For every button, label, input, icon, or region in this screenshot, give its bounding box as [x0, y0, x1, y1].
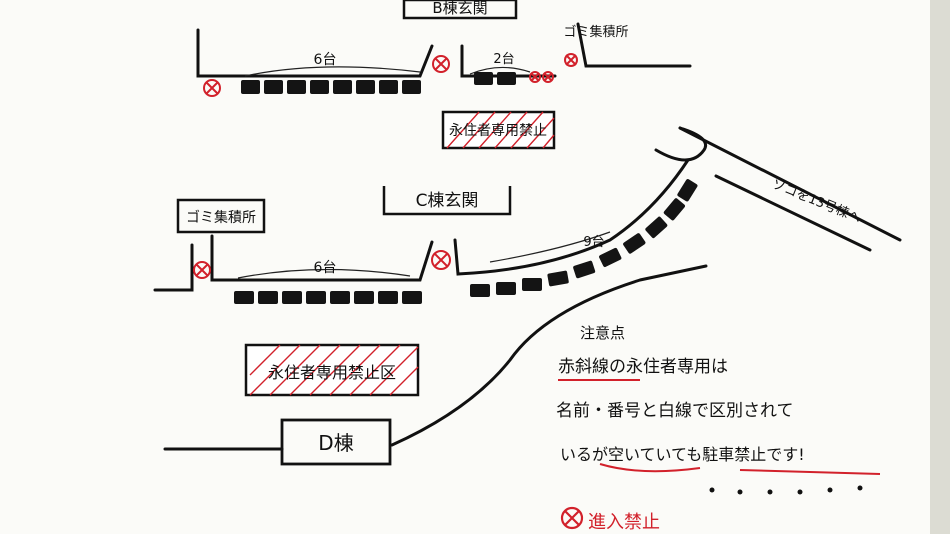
car	[378, 291, 398, 304]
no-parking-zone-c: 永住者専用禁止区	[244, 343, 420, 397]
count-c-curve: 9台	[583, 235, 604, 250]
no-entry-icon	[203, 79, 221, 97]
no-entry-marks-middle	[193, 250, 451, 279]
no-entry-icon	[431, 250, 451, 270]
count-b-side: 2台	[493, 52, 514, 67]
no-entry-icon	[560, 506, 584, 530]
building-b-label: B棟玄関	[432, 0, 487, 17]
car	[330, 291, 350, 304]
lower-road	[163, 264, 708, 451]
car	[623, 233, 646, 254]
middle-curbs	[153, 158, 690, 292]
no-parking-b-label: 永住者専用禁止	[449, 123, 547, 139]
car	[663, 198, 685, 221]
no-entry-icon	[193, 261, 211, 279]
car	[677, 179, 698, 202]
car	[258, 291, 278, 304]
car	[402, 291, 422, 304]
garbage-left-group: ゴミ集積所	[176, 198, 266, 234]
car	[547, 270, 569, 287]
legend-text: 進入禁止	[588, 512, 660, 533]
count-b-main: 6台	[314, 52, 337, 68]
building-b-box	[402, 0, 518, 20]
car	[241, 80, 260, 94]
car	[379, 80, 398, 94]
car	[264, 80, 283, 94]
cars-c-curve	[470, 179, 698, 297]
car	[496, 282, 516, 295]
no-entry-icon	[564, 53, 578, 67]
count-c-main: 6台	[314, 260, 337, 276]
no-parking-c-label: 永住者専用禁止区	[268, 363, 396, 382]
no-entry-icon	[529, 71, 541, 83]
cars-b-main	[241, 80, 421, 94]
car	[310, 80, 329, 94]
car	[306, 291, 326, 304]
building-d-group: D棟	[280, 418, 392, 466]
car	[282, 291, 302, 304]
building-c-label: C棟玄関	[416, 191, 479, 211]
top-curbs	[196, 22, 692, 78]
car	[356, 80, 375, 94]
cars-b-side	[474, 72, 516, 85]
no-entry-icon	[432, 55, 450, 73]
garbage-top-label: ゴミ集積所	[563, 24, 628, 40]
legend-no-entry: 進入禁止	[560, 506, 660, 533]
car	[234, 291, 254, 304]
car	[470, 284, 490, 297]
cars-c-main	[234, 291, 422, 304]
building-d-box	[280, 418, 392, 466]
car	[599, 247, 622, 268]
no-entry-icon	[542, 71, 554, 83]
building-b-group: B棟玄関	[402, 0, 518, 20]
car	[402, 80, 421, 94]
car	[287, 80, 306, 94]
notes-line-3: いるが空いていても駐車禁止です!	[560, 445, 805, 464]
car	[333, 80, 352, 94]
garbage-left-label: ゴミ集積所	[186, 209, 256, 226]
notes-block: 注意点 赤斜線の永住者専用は 名前・番号と白線で区別されて いるが空いていても駐…	[556, 324, 881, 495]
building-c-group: C棟玄関	[382, 186, 512, 216]
notes-line-2: 名前・番号と白線で区別されて	[556, 401, 794, 421]
car	[474, 72, 493, 85]
car	[645, 216, 668, 239]
notes-heading: 注意点	[580, 324, 625, 342]
car	[522, 278, 542, 291]
access-road	[654, 126, 902, 252]
paper-sheet	[0, 0, 930, 534]
no-parking-zone-b: 永住者専用禁止	[441, 110, 556, 150]
car	[354, 291, 374, 304]
car	[497, 72, 516, 85]
building-d-label: D棟	[318, 431, 353, 455]
no-entry-marks-top	[203, 53, 578, 97]
car	[573, 260, 596, 279]
notes-line-1: 赤斜線の永住者専用は	[558, 357, 728, 377]
